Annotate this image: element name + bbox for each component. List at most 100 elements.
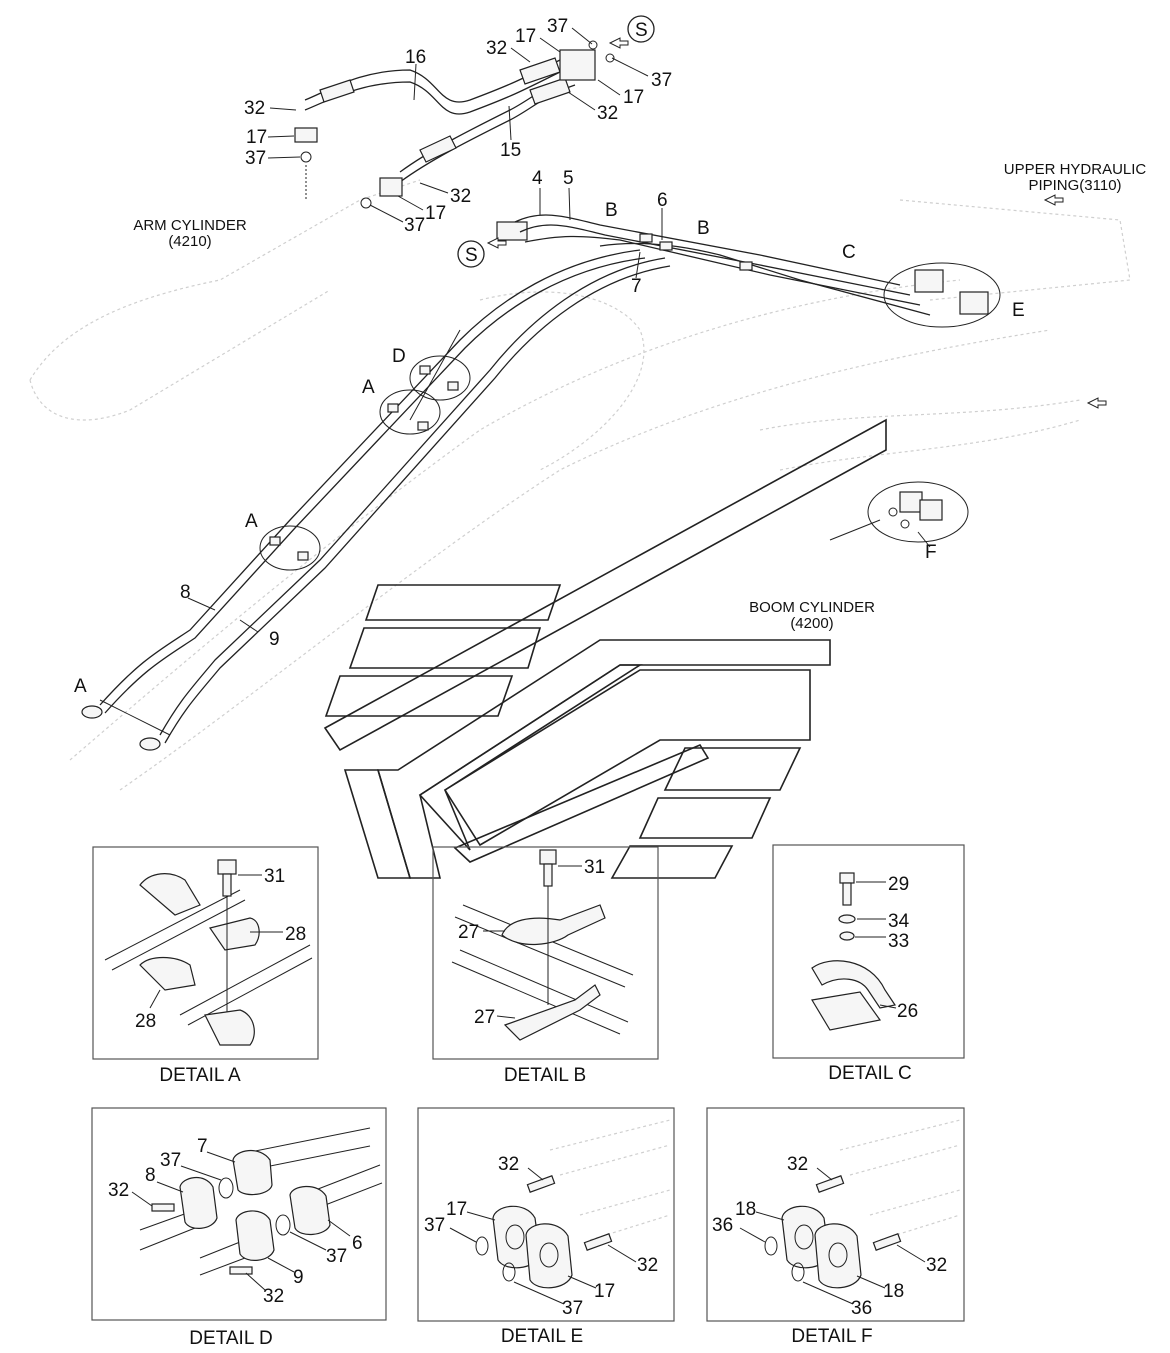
flange-s (496, 221, 528, 241)
detail-c-label-2: 33 (888, 931, 909, 952)
detail-b: 31 27 27 DETAIL B (432, 846, 659, 1086)
label-a3: A (74, 676, 87, 697)
arm-cylinder-line2: (4210) (168, 233, 211, 250)
flange-17-upper (559, 49, 596, 81)
detail-e-label-0: 32 (498, 1154, 519, 1175)
label-17a: 17 (246, 127, 267, 148)
detail-f-label-1: 18 (735, 1199, 756, 1220)
label-f: F (925, 542, 937, 563)
detail-f-label-4: 18 (883, 1281, 904, 1302)
label-37b: 37 (547, 16, 568, 37)
detail-a-label-2: 28 (135, 1011, 156, 1032)
label-4: 4 (532, 168, 543, 189)
label-15: 15 (500, 140, 521, 161)
label-37c: 37 (651, 70, 672, 91)
upper-piping-line2: PIPING(3110) (1028, 177, 1121, 194)
label-a2: A (245, 511, 258, 532)
detail-a-label-1: 28 (285, 924, 306, 945)
detail-f-label-2: 36 (712, 1215, 733, 1236)
detail-f: 32 18 36 32 18 36 DETAIL F (706, 1107, 965, 1347)
detail-d-label-7: 32 (263, 1286, 284, 1307)
chevron-logo (323, 418, 887, 879)
detail-d-label-3: 32 (108, 1180, 129, 1201)
detail-e-label-3: 32 (637, 1255, 658, 1276)
ghost-boom-outline (29, 179, 1131, 791)
arm-cylinder-line1: ARM CYLINDER (133, 217, 247, 234)
pipes-boom (81, 249, 671, 751)
detail-b-caption: DETAIL B (504, 1065, 586, 1086)
o-ring-37d (360, 197, 372, 209)
label-32c: 32 (597, 103, 618, 124)
detail-e-label-4: 17 (594, 1281, 615, 1302)
arrow-boom-icon (1086, 397, 1107, 409)
label-37a: 37 (245, 148, 266, 169)
pipes-mid (496, 214, 1001, 328)
detail-d-label-6: 9 (293, 1267, 304, 1288)
label-32a: 32 (244, 98, 265, 119)
label-5: 5 (563, 168, 574, 189)
label-17c: 17 (623, 87, 644, 108)
arrow-upper-icon (1043, 194, 1064, 206)
detail-a-caption: DETAIL A (159, 1065, 241, 1086)
o-ring-37a (300, 151, 312, 163)
detail-e-label-2: 37 (424, 1215, 445, 1236)
detail-f-label-0: 32 (787, 1154, 808, 1175)
label-32b: 32 (486, 38, 507, 59)
detail-d-label-2: 8 (145, 1165, 156, 1186)
label-b2: B (697, 218, 710, 239)
flange-17d (379, 177, 403, 197)
detail-e-caption: DETAIL E (501, 1326, 583, 1347)
detail-f-caption: DETAIL F (791, 1326, 872, 1347)
label-37d: 37 (404, 215, 425, 236)
detail-c-label-3: 26 (897, 1001, 918, 1022)
label-s1: S (635, 20, 648, 41)
label-9: 9 (269, 629, 280, 650)
detail-e-label-1: 17 (446, 1199, 467, 1220)
detail-c-label-1: 34 (888, 911, 910, 932)
label-32d: 32 (450, 186, 471, 207)
label-e: E (1012, 300, 1025, 321)
label-c: C (842, 242, 856, 263)
detail-d-label-4: 37 (326, 1246, 347, 1267)
boom-cylinder-line1: BOOM CYLINDER (749, 599, 875, 616)
circle-s-mid-icon (457, 240, 485, 268)
hose-assembly-top (294, 40, 615, 209)
detail-e-label-5: 37 (562, 1298, 583, 1319)
callout-f (829, 481, 969, 543)
section-s-circles (457, 15, 655, 268)
label-16: 16 (405, 47, 426, 68)
detail-d-label-1: 37 (160, 1150, 181, 1171)
detail-a-label-0: 31 (264, 866, 285, 887)
detail-c-label-0: 29 (888, 874, 909, 895)
detail-d-label-0: 7 (197, 1136, 208, 1157)
detail-d-label-5: 6 (352, 1233, 363, 1254)
label-s2: S (465, 245, 478, 266)
detail-e: 32 17 37 32 17 37 DETAIL E (417, 1107, 675, 1347)
main-labels: 16 32 17 37 32 17 37 37 17 32 15 17 32 3… (74, 16, 1146, 697)
arrow-icons (486, 37, 1107, 409)
detail-f-label-5: 36 (851, 1298, 872, 1319)
detail-b-label-0: 31 (584, 857, 605, 878)
label-6: 6 (657, 190, 668, 211)
flange-17a (294, 127, 318, 143)
boom-cylinder-line2: (4200) (790, 615, 833, 632)
detail-b-label-2: 27 (474, 1007, 495, 1028)
detail-c-caption: DETAIL C (828, 1063, 911, 1084)
leader-lines (187, 27, 931, 633)
label-17b: 17 (515, 26, 536, 47)
label-a1: A (362, 377, 375, 398)
label-8: 8 (180, 582, 191, 603)
label-7: 7 (631, 276, 642, 297)
detail-d-caption: DETAIL D (189, 1328, 272, 1349)
detail-f-label-3: 32 (926, 1255, 947, 1276)
label-d: D (392, 346, 406, 367)
label-b1: B (605, 200, 618, 221)
label-17d: 17 (425, 203, 446, 224)
upper-piping-line1: UPPER HYDRAULIC (1004, 161, 1147, 178)
detail-b-label-1: 27 (458, 922, 479, 943)
detail-d: 7 37 8 32 37 6 9 32 DETAIL D (91, 1107, 387, 1349)
detail-a: 31 28 28 DETAIL A (92, 846, 319, 1086)
detail-c: 29 34 33 26 DETAIL C (772, 844, 965, 1084)
circle-s-top-icon (627, 15, 655, 43)
